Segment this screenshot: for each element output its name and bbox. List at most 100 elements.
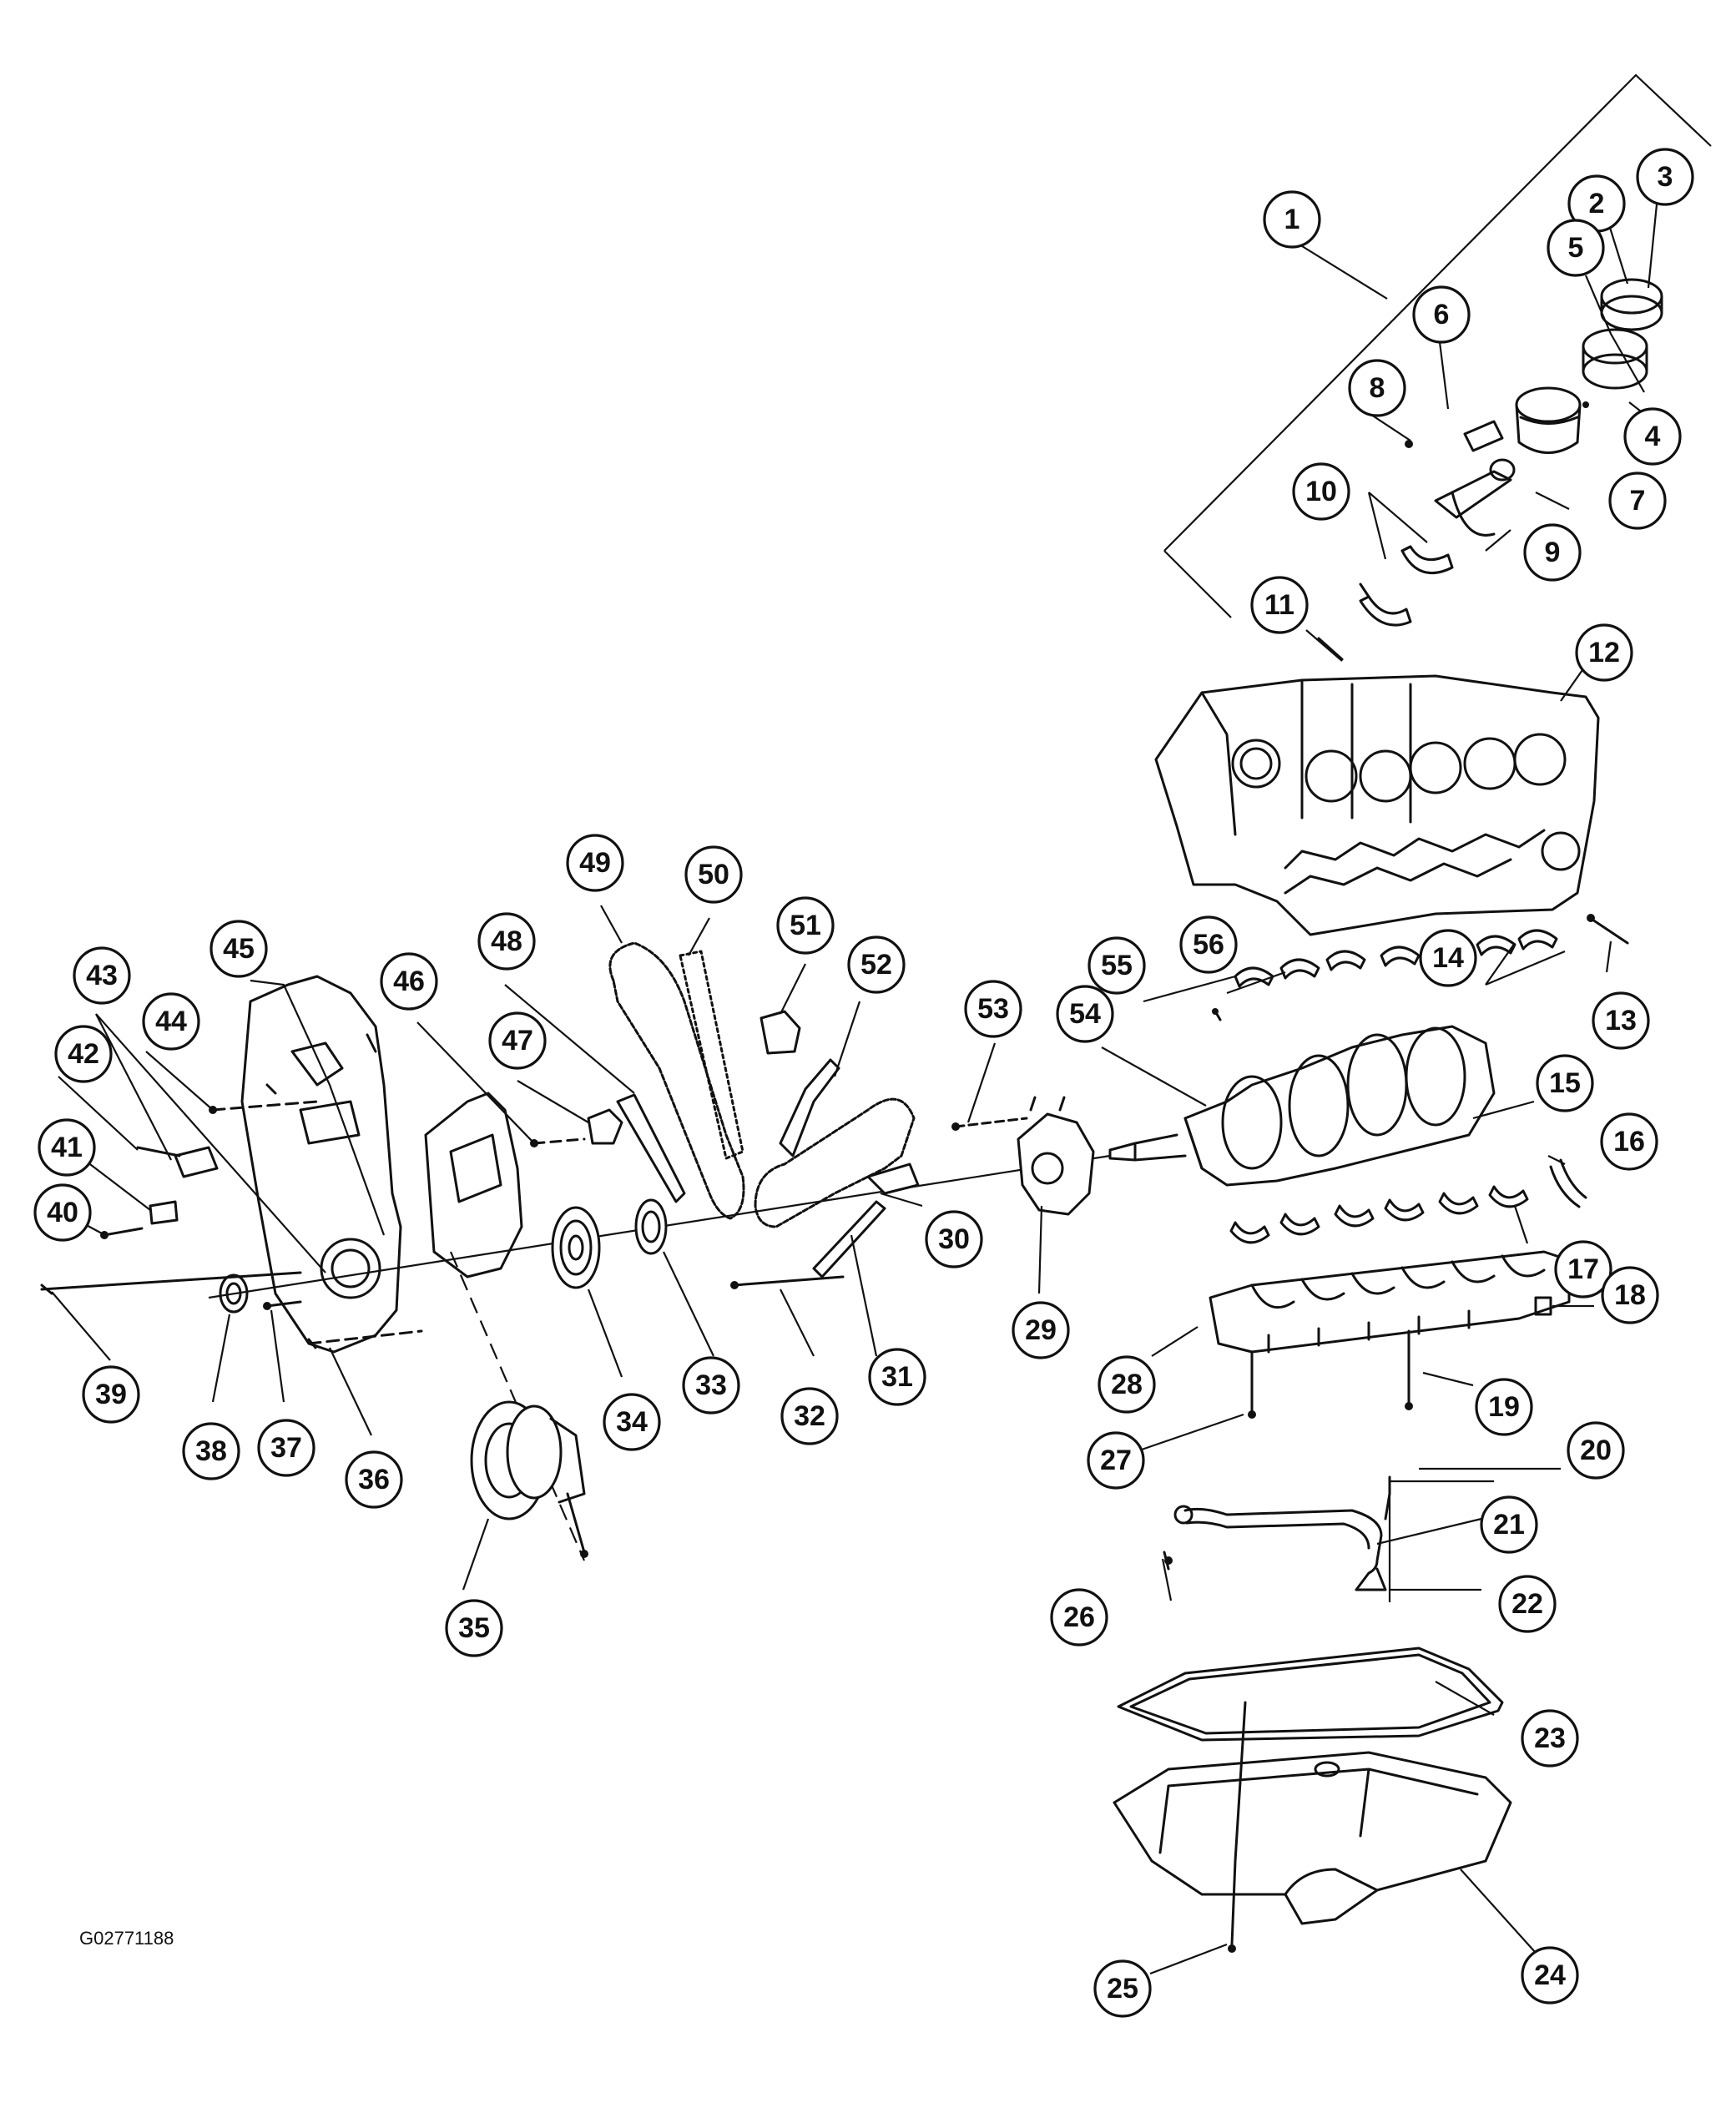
callout-30: 30	[925, 1210, 983, 1268]
callout-20: 20	[1567, 1421, 1625, 1480]
svg-text:15: 15	[1549, 1067, 1581, 1099]
cap-dowel	[1534, 1296, 1552, 1316]
bolt-46	[530, 1137, 586, 1147]
callout-4: 4	[1623, 407, 1682, 466]
svg-text:17: 17	[1567, 1253, 1599, 1285]
callout-36: 36	[345, 1450, 403, 1509]
callout-37: 37	[257, 1419, 315, 1477]
block-bolt	[1587, 914, 1629, 945]
svg-text:16: 16	[1613, 1126, 1645, 1157]
main-bolt-19	[1405, 1329, 1413, 1410]
timing-chain-49	[608, 941, 745, 1220]
svg-text:5: 5	[1568, 232, 1584, 264]
pan-bolt	[1228, 1701, 1247, 1953]
callout-31: 31	[868, 1348, 926, 1406]
svg-text:12: 12	[1588, 637, 1620, 668]
callout-49: 49	[566, 834, 624, 892]
figure-code: G02771188	[79, 1928, 174, 1949]
oil-pan	[1113, 1751, 1512, 1925]
oil-pump-29	[1017, 1096, 1095, 1216]
svg-text:11: 11	[1264, 589, 1294, 621]
callout-44: 44	[142, 992, 200, 1051]
callout-56: 56	[1179, 915, 1238, 974]
svg-text:40: 40	[47, 1197, 78, 1228]
callout-38: 38	[182, 1422, 240, 1480]
tensioner-arm-30	[866, 1162, 920, 1195]
callout-55: 55	[1088, 936, 1146, 995]
svg-text:52: 52	[860, 949, 892, 981]
crank-sprocket-33	[634, 1198, 668, 1255]
long-bolt-39	[40, 1271, 302, 1295]
piston	[1515, 386, 1582, 454]
svg-text:9: 9	[1545, 537, 1561, 568]
svg-text:19: 19	[1488, 1391, 1520, 1423]
svg-text:56: 56	[1193, 929, 1224, 961]
callout-40: 40	[33, 1183, 92, 1242]
callout-28: 28	[1098, 1355, 1156, 1414]
callout-9: 9	[1523, 523, 1582, 582]
crank-seal	[1549, 1158, 1587, 1208]
svg-text:46: 46	[393, 966, 425, 997]
callout-22: 22	[1498, 1575, 1557, 1633]
svg-text:34: 34	[616, 1406, 648, 1438]
callout-3: 3	[1636, 148, 1694, 206]
svg-text:13: 13	[1605, 1005, 1637, 1036]
main-bearings-upper	[1234, 929, 1558, 988]
svg-text:4: 4	[1645, 421, 1661, 452]
svg-text:49: 49	[579, 847, 611, 879]
svg-text:35: 35	[458, 1612, 490, 1644]
callout-47: 47	[488, 1011, 547, 1070]
leader-lines	[51, 204, 1658, 1975]
svg-text:21: 21	[1493, 1509, 1525, 1541]
svg-text:47: 47	[502, 1025, 533, 1057]
timing-cover	[240, 975, 402, 1354]
piston-pin	[1405, 401, 1589, 452]
svg-text:26: 26	[1063, 1601, 1095, 1633]
bolt-32	[730, 1275, 845, 1289]
tensioner-51	[760, 1010, 801, 1055]
svg-text:50: 50	[698, 859, 729, 890]
svg-text:18: 18	[1614, 1279, 1646, 1311]
bracket-43	[174, 1146, 219, 1178]
connecting-rod	[1434, 458, 1516, 537]
callout-19: 19	[1475, 1378, 1533, 1436]
svg-text:31: 31	[881, 1361, 913, 1393]
callout-52: 52	[847, 935, 906, 994]
timing-chain-30	[754, 1097, 916, 1228]
callout-33: 33	[682, 1356, 740, 1415]
chain-guide-52	[779, 1058, 840, 1157]
callout-15: 15	[1536, 1054, 1594, 1112]
svg-text:37: 37	[270, 1432, 302, 1464]
sensor-41	[149, 1200, 179, 1225]
callout-53: 53	[964, 980, 1022, 1038]
svg-text:24: 24	[1534, 1959, 1566, 1991]
svg-text:7: 7	[1630, 485, 1646, 517]
svg-text:43: 43	[86, 960, 118, 991]
svg-text:32: 32	[794, 1400, 825, 1432]
svg-text:6: 6	[1434, 299, 1450, 330]
svg-text:33: 33	[695, 1369, 727, 1401]
callout-11: 11	[1250, 576, 1309, 634]
callout-51: 51	[776, 896, 835, 955]
piston-assembly-bracket	[1163, 73, 1712, 618]
rod-bolt	[1317, 637, 1344, 661]
callout-8: 8	[1348, 359, 1406, 417]
svg-text:44: 44	[155, 1006, 187, 1037]
callout-21: 21	[1480, 1495, 1538, 1554]
svg-text:30: 30	[938, 1223, 970, 1255]
callout-24: 24	[1521, 1946, 1579, 2005]
svg-text:8: 8	[1370, 372, 1385, 404]
callout-50: 50	[684, 845, 743, 904]
rear-timing-cover	[424, 1092, 523, 1278]
svg-text:45: 45	[223, 933, 255, 965]
callout-2: 2	[1567, 174, 1626, 233]
svg-text:29: 29	[1025, 1314, 1057, 1346]
engine-block	[1154, 674, 1600, 936]
callout-18: 18	[1601, 1266, 1659, 1324]
svg-text:55: 55	[1101, 950, 1133, 981]
svg-text:27: 27	[1100, 1445, 1132, 1476]
rod-bearings	[1359, 545, 1454, 627]
svg-text:42: 42	[68, 1038, 99, 1070]
oil-pan-gasket	[1117, 1647, 1504, 1742]
